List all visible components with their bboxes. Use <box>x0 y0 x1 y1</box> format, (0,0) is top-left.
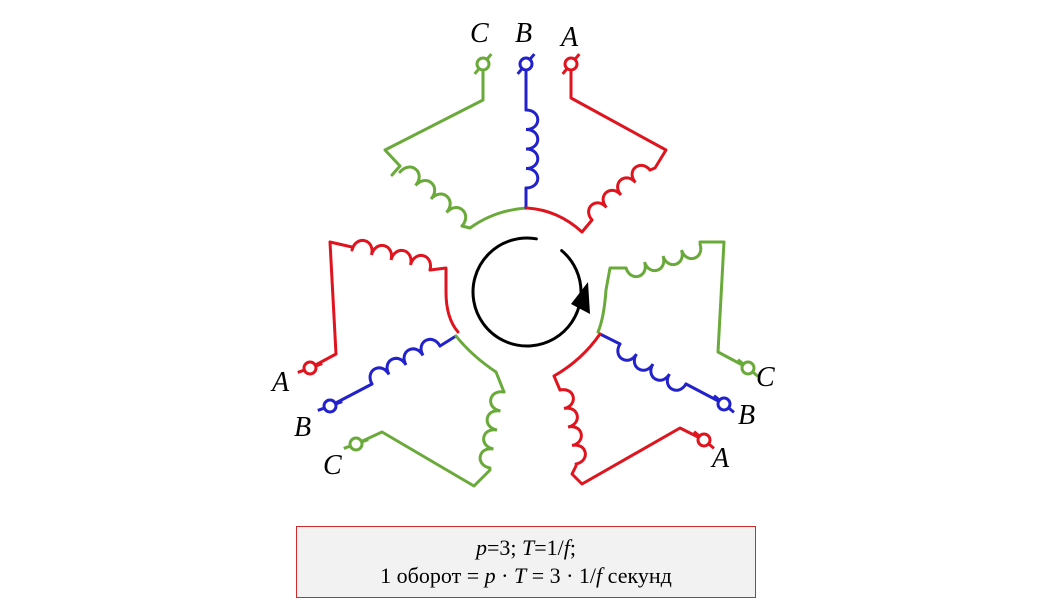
wire-left-c-arc <box>454 334 506 394</box>
terminal-circle-icon <box>696 432 712 448</box>
wire-left-b-end <box>438 334 458 348</box>
terminal-circle-icon <box>518 56 534 72</box>
terminal-left-c <box>343 436 369 452</box>
wire-right-a-arc <box>552 332 602 392</box>
formula-eq3: =3; <box>486 535 522 560</box>
stator-winding-diagram: C B A A B C C B A <box>270 18 775 488</box>
label-top-c: C <box>470 18 489 49</box>
label-left-a: A <box>270 367 290 398</box>
wire-left-c <box>354 430 492 488</box>
terminal-right-b <box>713 394 735 414</box>
terminal-left-a <box>297 360 323 376</box>
formula-unit: секунд <box>602 563 672 588</box>
formula-semi: ; <box>569 535 577 560</box>
wire-right-a <box>570 426 706 486</box>
coil-right-b <box>616 342 688 392</box>
terminal-circle-icon <box>716 396 732 412</box>
label-left-b: B <box>294 412 311 443</box>
terminal-circle-icon <box>348 436 364 452</box>
formula-f: f <box>563 535 570 560</box>
label-right-a: A <box>710 443 730 474</box>
terminal-top-a <box>561 53 581 75</box>
label-top-b: B <box>515 18 532 49</box>
formula-eq3b: = 3 · 1/ <box>526 563 597 588</box>
coil-right-a <box>558 388 587 466</box>
terminal-circle-icon <box>322 398 338 414</box>
wire-top-c <box>383 70 485 177</box>
formula-t: T <box>522 535 535 560</box>
wire-left-a <box>308 240 354 370</box>
coil-left-c <box>478 390 506 470</box>
terminal-circle-icon <box>740 360 756 376</box>
label-left-c: C <box>323 450 342 481</box>
label-top-a: A <box>559 22 579 53</box>
formula-f2: f <box>596 563 603 588</box>
wire-top-a <box>569 68 668 172</box>
formula-p: p <box>475 535 487 560</box>
formula-line-2: 1 оборот = p · T = 3 · 1/f секунд <box>380 562 672 590</box>
label-right-b: B <box>738 400 755 431</box>
terminal-circle-icon <box>563 56 579 72</box>
formula-dot: · <box>495 563 514 588</box>
terminal-circle-icon <box>302 360 318 376</box>
winding-group-left <box>297 239 506 488</box>
circular-arrow-icon <box>471 236 590 348</box>
formula-rev: 1 оборот = <box>380 563 485 588</box>
wire-right-c-arc <box>596 266 628 334</box>
terminal-left-b <box>317 398 343 414</box>
coil-right-c <box>624 242 703 279</box>
wire-top-a-arc <box>525 206 594 234</box>
wire-left-a-arc <box>428 266 460 334</box>
winding-group-right <box>552 240 759 486</box>
coil-top-b <box>524 108 540 190</box>
formula-line-1: p=3; T=1/f; <box>476 534 576 562</box>
terminal-top-b <box>516 53 536 75</box>
terminal-top-c <box>473 53 493 75</box>
winding-group-top <box>383 53 668 234</box>
wire-right-b-end <box>598 332 622 346</box>
formula-t2: T <box>513 563 527 588</box>
formula-p2: p <box>484 563 496 588</box>
coil-left-b <box>368 337 442 386</box>
formula-box: p=3; T=1/f; 1 оборот = p · T = 3 · 1/f с… <box>296 526 756 598</box>
formula-eq1: =1/ <box>534 535 564 560</box>
coil-left-a <box>350 239 432 272</box>
wire-top-c-arc <box>460 206 529 230</box>
label-right-c: C <box>756 362 775 393</box>
terminal-right-c <box>737 358 759 378</box>
coil-top-c <box>398 165 468 228</box>
coil-top-a <box>587 163 652 222</box>
terminal-right-a <box>693 430 715 450</box>
terminal-circle-icon <box>475 56 491 72</box>
wire-right-c <box>698 240 750 370</box>
